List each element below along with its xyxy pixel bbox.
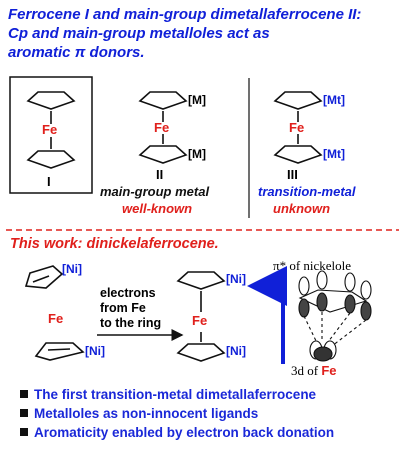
- bullet-list: The first transition-metal dimetallaferr…: [20, 385, 334, 442]
- orbital-bottom-prefix: 3d of: [291, 363, 322, 378]
- metallole-top-III: [273, 91, 323, 122]
- compound-label-II: II: [156, 167, 164, 182]
- metal-Mt-bottom: [Mt]: [323, 147, 345, 161]
- fe-label-product: Fe: [192, 313, 208, 328]
- header-line-2: Cp and main-group metalloles act as: [8, 25, 270, 42]
- header-line-3: aromatic π donors.: [8, 44, 145, 61]
- caption-main-group: main-group metal: [100, 184, 210, 199]
- orbital-bottom-label: 3d of Fe: [291, 363, 337, 379]
- compound-label-I: I: [47, 174, 51, 189]
- bullet-square-icon: [20, 409, 28, 417]
- fe-label-reactant: Fe: [48, 311, 64, 326]
- ni-label-reactant-bottom: [Ni]: [85, 344, 105, 358]
- orbital-diagram: [298, 270, 372, 362]
- metallole-top-II: [138, 91, 188, 122]
- cp-ring-top-I: [26, 91, 76, 124]
- metallole-bottom-III: [273, 134, 323, 164]
- compound-label-III: III: [287, 167, 298, 182]
- fe-label-III: Fe: [289, 120, 305, 135]
- ni-label-product-top: [Ni]: [226, 272, 246, 286]
- metal-Mt-top: [Mt]: [323, 93, 345, 107]
- ni-label-product-bottom: [Ni]: [226, 344, 246, 358]
- product-ring-top: [176, 271, 226, 312]
- bullet-item: The first transition-metal dimetallaferr…: [20, 385, 334, 404]
- metallole-bottom-II: [138, 134, 188, 164]
- header-line-1: Ferrocene I and main-group dimetallaferr…: [8, 6, 362, 23]
- cp-ring-bottom-I: [26, 137, 76, 169]
- metal-M-bottom: [M]: [188, 147, 206, 161]
- bullet-item: Aromaticity enabled by electron back don…: [20, 423, 334, 442]
- caption-well-known: well-known: [122, 201, 193, 216]
- orbital-bottom-fe: Fe: [321, 363, 337, 378]
- bullet-item: Metalloles as non-innocent ligands: [20, 404, 334, 423]
- caption-unknown: unknown: [273, 201, 331, 216]
- product-ring-bottom: [176, 332, 226, 362]
- arrow-text-3: to the ring: [100, 316, 162, 330]
- orbital-top-label: π* of nickelole: [273, 258, 352, 273]
- caption-transition: transition-metal: [258, 184, 356, 199]
- fe-label-II: Fe: [154, 120, 170, 135]
- ni-label-reactant-top: [Ni]: [62, 262, 82, 276]
- free-nickelole-bottom: [34, 342, 85, 361]
- ferrocene-box: [9, 76, 93, 194]
- free-nickelole-top: [24, 265, 64, 289]
- bullet-square-icon: [20, 390, 28, 398]
- metal-M-top: [M]: [188, 93, 206, 107]
- arrow-text-2: from Fe: [100, 301, 146, 315]
- this-work-title: This work: dinickelaferrocene.: [10, 236, 219, 252]
- bullet-square-icon: [20, 428, 28, 436]
- fe-label-I: Fe: [42, 122, 58, 137]
- arrow-text-1: electrons: [100, 286, 156, 300]
